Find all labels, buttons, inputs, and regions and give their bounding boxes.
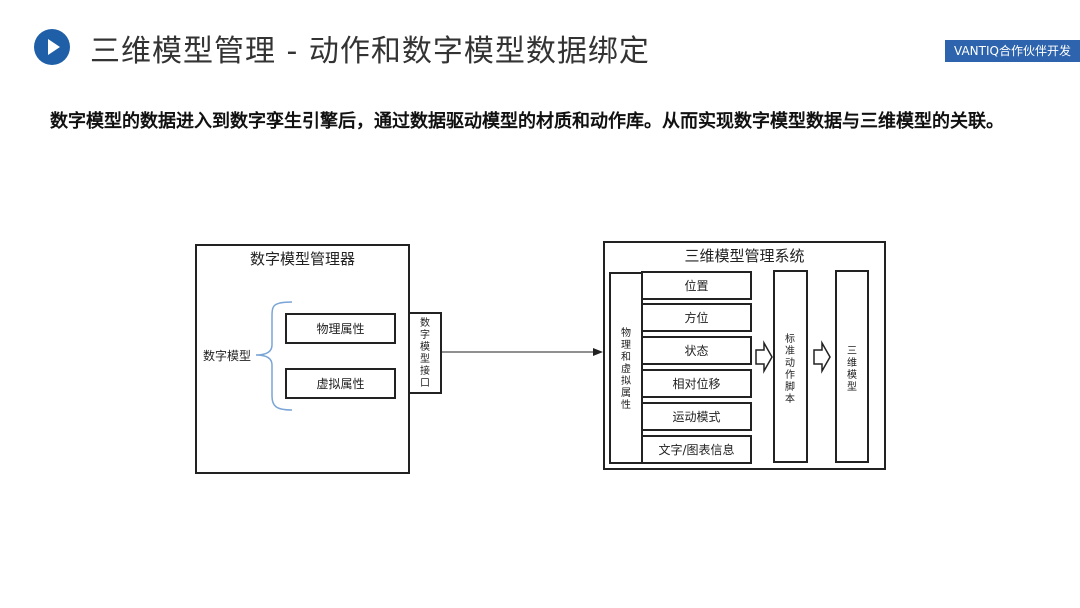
- 3d-model-box: [835, 270, 869, 463]
- physical-attribute-box: 物理属性: [285, 313, 396, 344]
- page-title: 三维模型管理 - 动作和数字模型数据绑定: [90, 34, 650, 69]
- hollow-arrow-to-script: [755, 340, 773, 374]
- prop-state-label: 状态: [684, 344, 709, 358]
- digital-model-manager-title: 数字模型管理器: [249, 250, 355, 268]
- prop-position-label: 位置: [684, 279, 709, 293]
- 3d-model-label: 三维模型: [847, 346, 857, 393]
- virtual-attribute-label: 虚拟属性: [316, 377, 365, 391]
- prop-displacement-box: 相对位移: [641, 369, 752, 398]
- prop-motion-box: 运动模式: [641, 402, 752, 431]
- prop-info-box: 文字/图表信息: [641, 435, 752, 464]
- action-script-box: [773, 270, 808, 463]
- prop-motion-label: 运动模式: [672, 410, 721, 424]
- props-column-label: 物理和虚拟属性: [621, 328, 631, 411]
- intro-paragraph: 数字模型的数据进入到数字孪生引擎后，通过数据驱动模型的材质和动作库。从而实现数字…: [50, 111, 1004, 132]
- prop-orientation-label: 方位: [684, 311, 709, 325]
- physical-attribute-label: 物理属性: [316, 322, 365, 336]
- prop-orientation-box: 方位: [641, 303, 752, 332]
- virtual-attribute-box: 虚拟属性: [285, 368, 396, 399]
- digital-model-manager-box: [195, 244, 410, 474]
- brand-badge: VANTIQ合作伙伴开发: [945, 40, 1080, 62]
- digital-model-interface-box: [408, 312, 442, 394]
- props-column-box: [609, 272, 643, 464]
- hollow-arrow-to-model: [813, 340, 831, 374]
- 3d-model-system-title: 三维模型管理系统: [684, 247, 805, 265]
- action-script-label: 标准动作脚本: [785, 334, 795, 405]
- interface-connector-arrowhead: [593, 348, 603, 356]
- play-icon: [34, 29, 70, 65]
- prop-position-box: 位置: [641, 271, 752, 300]
- attribute-bracket: [255, 301, 293, 411]
- digital-model-interface-label: 数字模型接口: [420, 318, 430, 389]
- prop-info-label: 文字/图表信息: [658, 443, 735, 457]
- prop-displacement-label: 相对位移: [672, 377, 721, 391]
- prop-state-box: 状态: [641, 336, 752, 365]
- digital-model-label: 数字模型: [203, 349, 252, 363]
